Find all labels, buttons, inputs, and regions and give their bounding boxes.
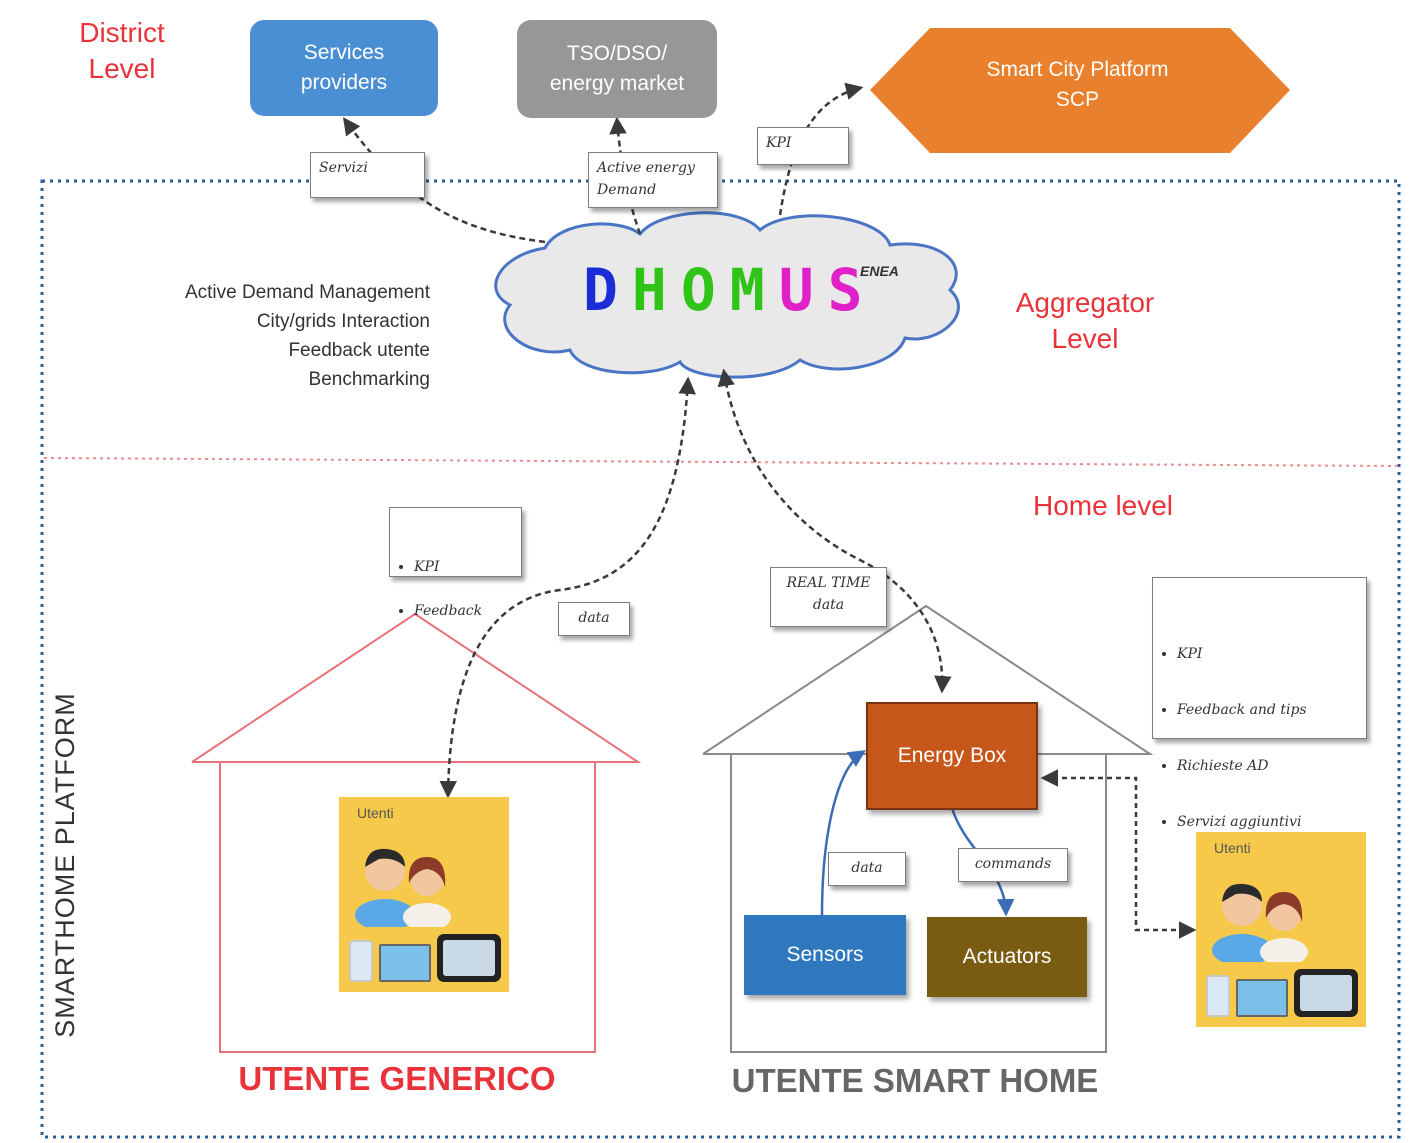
dhomus-wordmark: D H O M U S <box>583 255 863 325</box>
note-smart-services-item: KPI <box>1177 640 1358 668</box>
note-smart-services-item: Richieste AD <box>1177 752 1358 780</box>
connector-cloud-scp <box>778 82 864 216</box>
users-card-label: Utenti <box>1214 840 1251 856</box>
users-card-generico: Utenti <box>339 797 509 992</box>
tablet-icon <box>437 934 501 982</box>
note-servizi: Servizi <box>310 152 425 198</box>
feature-item: City/grids Interaction <box>256 311 430 332</box>
dhomus-letter: M <box>729 256 765 324</box>
note-data-generico: data <box>558 602 630 636</box>
connector-cloud-services <box>342 117 546 244</box>
feature-item: Benchmarking <box>308 369 430 390</box>
actuators-box: Actuators <box>927 917 1087 997</box>
phone-icon <box>349 940 373 982</box>
connector-cloud-tso <box>609 116 642 235</box>
house-label-generico: UTENTE GENERICO <box>238 1060 556 1097</box>
house-label-smart: UTENTE SMART HOME <box>731 1062 1099 1099</box>
features-list: Active Demand Management City/grids Inte… <box>120 278 430 394</box>
energy-box: Energy Box <box>866 702 1038 810</box>
feature-item: Active Demand Management <box>184 282 430 303</box>
dhomus-letter: H <box>631 256 667 324</box>
smart-city-shape <box>870 28 1290 153</box>
sensors-box: Sensors <box>744 915 906 995</box>
home-level-label: Home level <box>1032 490 1174 521</box>
tso-dso-box: TSO/DSO/ energy market <box>517 20 717 118</box>
users-card-label: Utenti <box>357 805 394 821</box>
note-data-sensors: data <box>828 852 906 886</box>
note-kpi: KPI <box>757 127 849 165</box>
devices-group <box>1206 969 1358 1017</box>
connector-cloud-generico <box>439 376 696 799</box>
district-level-label: District Level <box>79 17 165 84</box>
connector-cloud-energybox <box>717 368 952 694</box>
users-card-smart: Utenti <box>1196 832 1366 1027</box>
feature-item: Feedback utente <box>288 340 430 361</box>
smarthome-platform-border <box>40 179 1401 1139</box>
note-smart-services-item: Feedback and tips <box>1177 696 1358 724</box>
devices-group <box>349 934 501 982</box>
note-smart-services-list: KPI Feedback and tips Richieste AD Servi… <box>1152 577 1367 830</box>
connector-energybox-users <box>1040 769 1197 939</box>
dhomus-letter: U <box>778 256 814 324</box>
dhomus-letter: S <box>827 256 863 324</box>
phone-icon <box>1206 975 1230 1017</box>
laptop-icon <box>379 944 431 982</box>
laptop-icon <box>1236 979 1288 1017</box>
dhomus-cloud <box>494 211 960 379</box>
services-providers-box: Services providers <box>250 20 438 116</box>
note-active-energy-demand: Active energy Demand <box>588 152 718 208</box>
users-icon <box>355 848 451 927</box>
dhomus-letter: O <box>680 256 716 324</box>
dhomus-letter: D <box>583 256 618 324</box>
house-generico-body <box>219 761 596 1053</box>
level-divider <box>43 457 1399 467</box>
users-icon <box>1212 883 1308 962</box>
enea-logo: ENEA <box>860 263 899 279</box>
note-smart-services-item: Servizi aggiuntivi <box>1177 808 1358 836</box>
connector-sensors-energybox <box>820 750 866 916</box>
smarthome-platform-label: SMARTHOME PLATFORM <box>50 692 80 1038</box>
tablet-icon <box>1294 969 1358 1017</box>
note-commands: commands <box>958 848 1068 882</box>
aggregator-level-label: Aggregator Level <box>1015 287 1155 354</box>
smart-city-platform-label: Smart City Platform SCP <box>986 58 1169 111</box>
note-real-time-data: REAL TIME data <box>770 567 887 627</box>
note-kpi-feedback-item: Feedback <box>414 600 513 622</box>
note-kpi-feedback-item: KPI <box>414 556 513 578</box>
note-kpi-feedback: KPI Feedback <box>389 507 522 619</box>
